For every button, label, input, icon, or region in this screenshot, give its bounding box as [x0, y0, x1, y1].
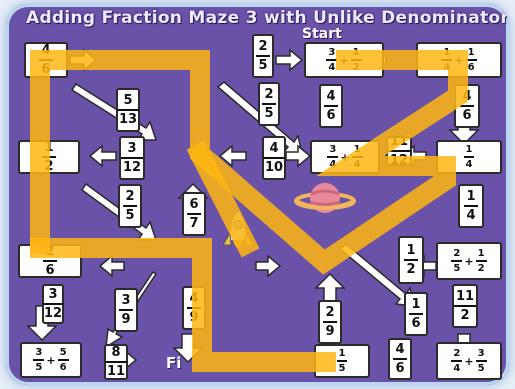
solution-path — [6, 4, 509, 385]
path-stroke — [40, 248, 326, 362]
maze-board: Adding Fraction Maze 3 with Unlike Denom… — [6, 4, 509, 385]
